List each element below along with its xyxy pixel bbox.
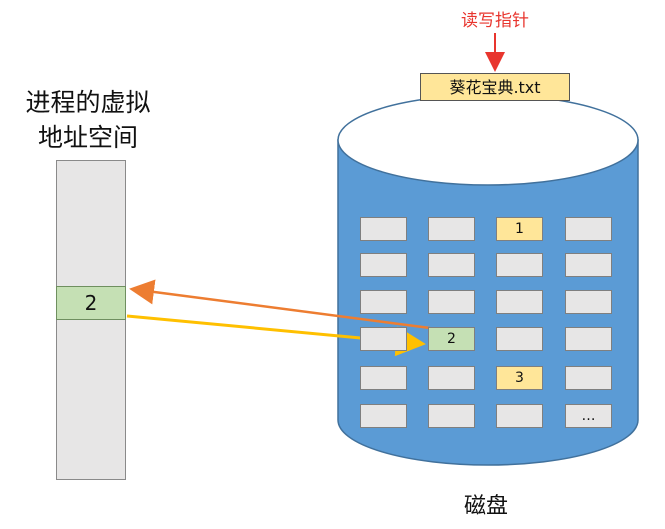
vas-mapped-cell: 2 (56, 286, 126, 320)
disk-block (428, 404, 475, 428)
disk-cylinder-top (337, 94, 639, 186)
disk-block (360, 253, 407, 277)
disk-block (428, 290, 475, 314)
vas-title: 进程的虚拟 地址空间 (8, 85, 168, 155)
disk-label: 磁盘 (463, 494, 508, 519)
disk-block (360, 290, 407, 314)
vas-title-line-2: 地址空间 (37, 123, 138, 152)
disk-block: 2 (428, 327, 475, 351)
disk-block (565, 327, 612, 351)
disk-block (428, 253, 475, 277)
vas-title-line-1: 进程的虚拟 (25, 88, 151, 117)
disk-block (360, 404, 407, 428)
disk-cylinder-body (337, 139, 639, 466)
read-write-pointer-label: 读写指针 (461, 11, 529, 31)
disk-block (428, 217, 475, 241)
file-name-box: 葵花宝典.txt (420, 73, 570, 101)
disk-block (496, 253, 543, 277)
virtual-address-space-column (56, 160, 126, 480)
arrow-disk-to-vas (129, 279, 431, 330)
disk-block: 1 (496, 217, 543, 241)
disk-block (360, 366, 407, 390)
disk-block (496, 404, 543, 428)
disk-block: 3 (496, 366, 543, 390)
disk-block (360, 327, 407, 351)
disk-block (496, 290, 543, 314)
disk-block (496, 327, 543, 351)
disk-block (428, 366, 475, 390)
disk-block (565, 290, 612, 314)
disk-block (565, 217, 612, 241)
disk-block (565, 366, 612, 390)
disk-block (565, 253, 612, 277)
disk-block (360, 217, 407, 241)
disk-block: … (565, 404, 612, 428)
